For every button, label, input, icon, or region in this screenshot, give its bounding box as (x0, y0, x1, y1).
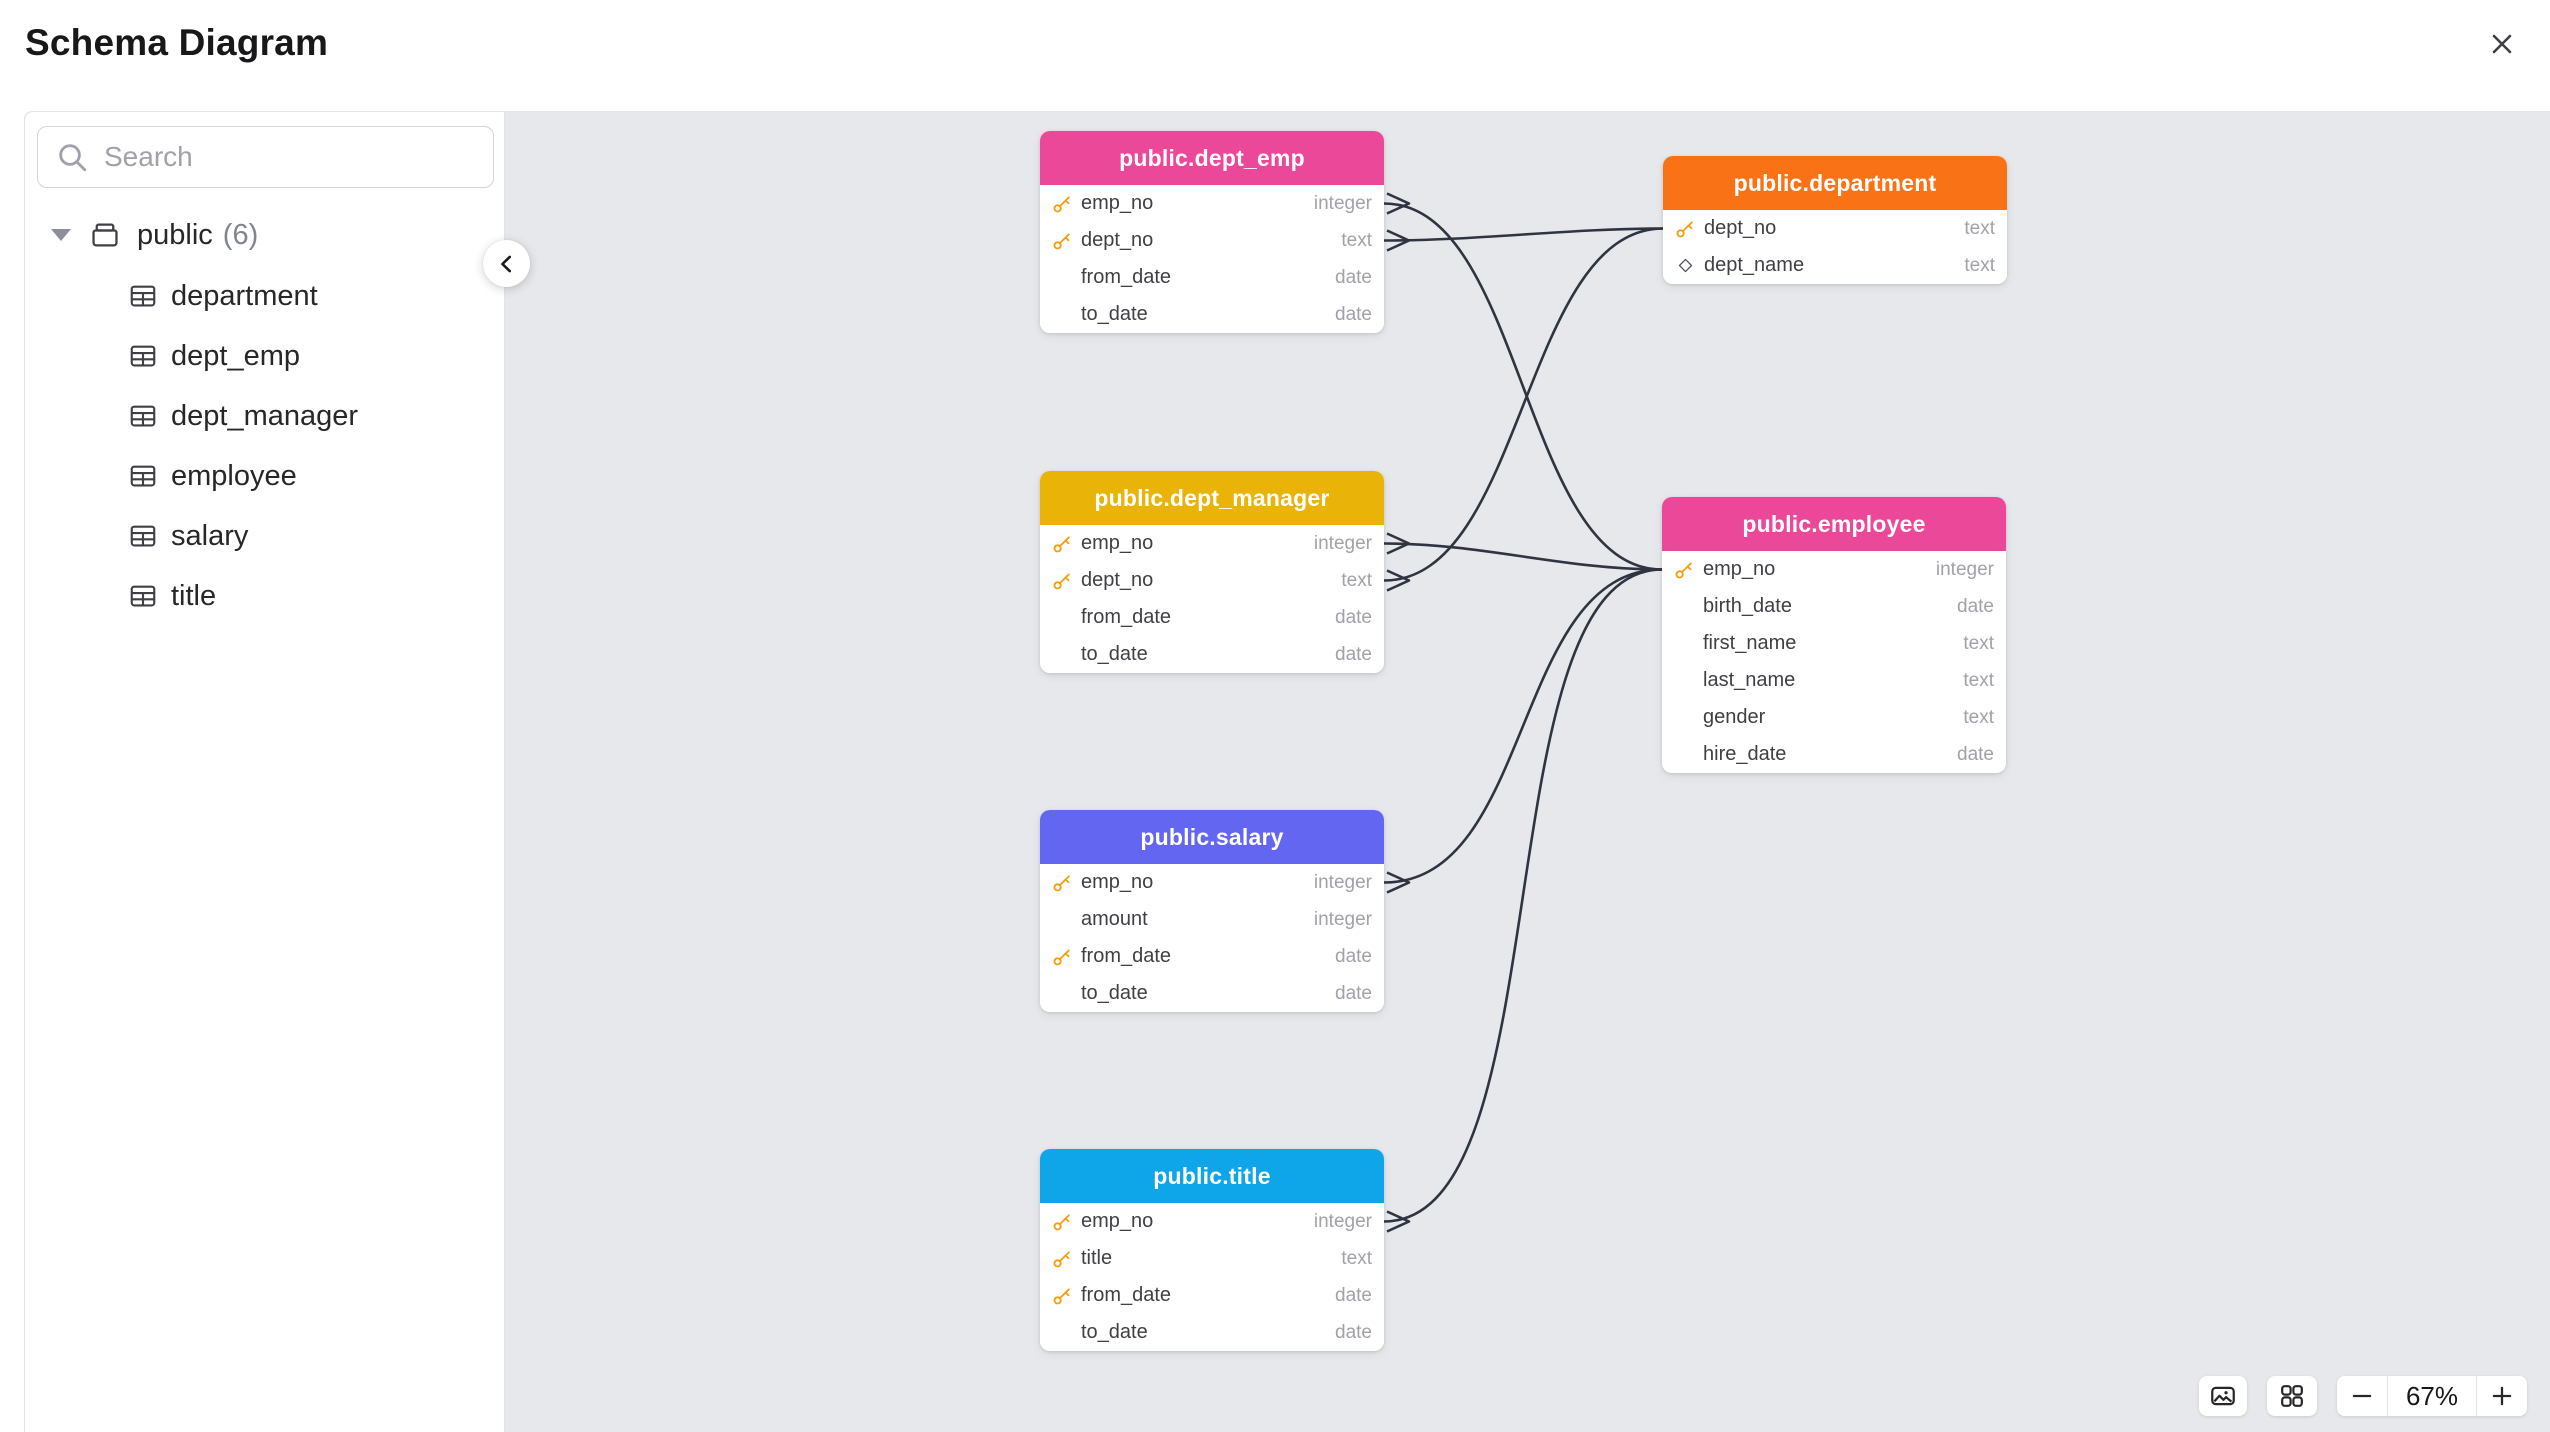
column-row: first_name text (1662, 625, 2006, 662)
column-row: emp_no integer (1040, 864, 1384, 901)
schema-label: public (137, 218, 213, 251)
column-row: emp_no integer (1040, 1203, 1384, 1240)
sidebar-item-schema-public[interactable]: public (6) (25, 204, 504, 266)
table-node-header[interactable]: public.dept_manager (1040, 471, 1384, 525)
primary-key-icon (1053, 232, 1070, 249)
primary-key-icon (1053, 1250, 1070, 1267)
table-icon (130, 465, 156, 487)
column-row: gender text (1662, 699, 2006, 736)
table-icon (130, 525, 156, 547)
table-node-dept_manager[interactable]: public.dept_manager emp_no integer dept_… (1040, 471, 1384, 673)
download-image-button[interactable] (2199, 1376, 2247, 1416)
column-row: dept_no text (1663, 210, 2007, 247)
table-node-salary[interactable]: public.salary emp_no integer amount inte… (1040, 810, 1384, 1012)
zoom-control: 67% (2337, 1376, 2527, 1416)
table-node-header[interactable]: public.department (1663, 156, 2007, 210)
table-node-header[interactable]: public.salary (1040, 810, 1384, 864)
unique-diamond-icon (1678, 258, 1692, 273)
close-button[interactable] (2480, 22, 2524, 66)
page-title: Schema Diagram (25, 22, 329, 63)
column-row: emp_no integer (1662, 551, 2006, 588)
primary-key-icon (1053, 1213, 1070, 1230)
primary-key-icon (1675, 561, 1692, 578)
table-node-header[interactable]: public.dept_emp (1040, 131, 1384, 185)
schema-tree: public (6) department dept_emp (25, 188, 504, 626)
column-row: from_date date (1040, 938, 1384, 975)
search-input[interactable] (104, 141, 476, 173)
primary-key-icon (1053, 948, 1070, 965)
table-node-employee[interactable]: public.employee emp_no integer birth_dat… (1662, 497, 2006, 773)
primary-key-icon (1053, 874, 1070, 891)
sidebar-item-dept_emp[interactable]: dept_emp (25, 326, 504, 386)
column-row: emp_no integer (1040, 185, 1384, 222)
sidebar-item-employee[interactable]: employee (25, 446, 504, 506)
table-node-header[interactable]: public.employee (1662, 497, 2006, 551)
column-row: to_date date (1040, 1314, 1384, 1351)
table-icon (130, 285, 156, 307)
search-box[interactable] (37, 126, 494, 188)
table-node-header[interactable]: public.title (1040, 1149, 1384, 1203)
table-icon (130, 585, 156, 607)
table-node-dept_emp[interactable]: public.dept_emp emp_no integer dept_no t… (1040, 131, 1384, 333)
column-row: last_name text (1662, 662, 2006, 699)
column-row: from_date date (1040, 1277, 1384, 1314)
image-icon (2211, 1386, 2235, 1406)
primary-key-icon (1053, 572, 1070, 589)
column-row: to_date date (1040, 296, 1384, 333)
table-node-department[interactable]: public.department dept_no text dept_name… (1663, 156, 2007, 284)
column-row: to_date date (1040, 636, 1384, 673)
column-row: from_date date (1040, 259, 1384, 296)
column-row: hire_date date (1662, 736, 2006, 773)
column-row: from_date date (1040, 599, 1384, 636)
sidebar-item-salary[interactable]: salary (25, 506, 504, 566)
sidebar-item-dept_manager[interactable]: dept_manager (25, 386, 504, 446)
search-icon (59, 144, 87, 172)
table-node-title[interactable]: public.title emp_no integer title text f… (1040, 1149, 1384, 1351)
primary-key-icon (1053, 195, 1070, 212)
table-icon (130, 345, 156, 367)
column-row: birth_date date (1662, 588, 2006, 625)
auto-layout-button[interactable] (2267, 1376, 2317, 1416)
grid-layout-icon (2281, 1385, 2303, 1407)
sidebar-collapse-button[interactable] (483, 240, 530, 287)
zoom-in-button[interactable] (2477, 1376, 2527, 1416)
plus-icon (2492, 1386, 2512, 1406)
sidebar-item-department[interactable]: department (25, 266, 504, 326)
sidebar-item-title[interactable]: title (25, 566, 504, 626)
table-icon (130, 405, 156, 427)
column-row: amount integer (1040, 901, 1384, 938)
zoom-out-button[interactable] (2337, 1376, 2387, 1416)
sidebar: public (6) department dept_emp (25, 112, 505, 1432)
chevron-left-icon (500, 255, 511, 272)
schema-box-icon (92, 223, 118, 247)
primary-key-icon (1676, 220, 1693, 237)
column-row: dept_name text (1663, 247, 2007, 284)
schema-table-count: (6) (222, 218, 259, 251)
primary-key-icon (1053, 535, 1070, 552)
chevron-down-icon[interactable] (51, 229, 71, 241)
column-row: dept_no text (1040, 562, 1384, 599)
close-icon (2492, 34, 2512, 54)
zoom-level: 67% (2387, 1376, 2477, 1416)
minus-icon (2352, 1394, 2372, 1398)
column-row: to_date date (1040, 975, 1384, 1012)
column-row: dept_no text (1040, 222, 1384, 259)
primary-key-icon (1053, 1287, 1070, 1304)
column-row: title text (1040, 1240, 1384, 1277)
column-row: emp_no integer (1040, 525, 1384, 562)
